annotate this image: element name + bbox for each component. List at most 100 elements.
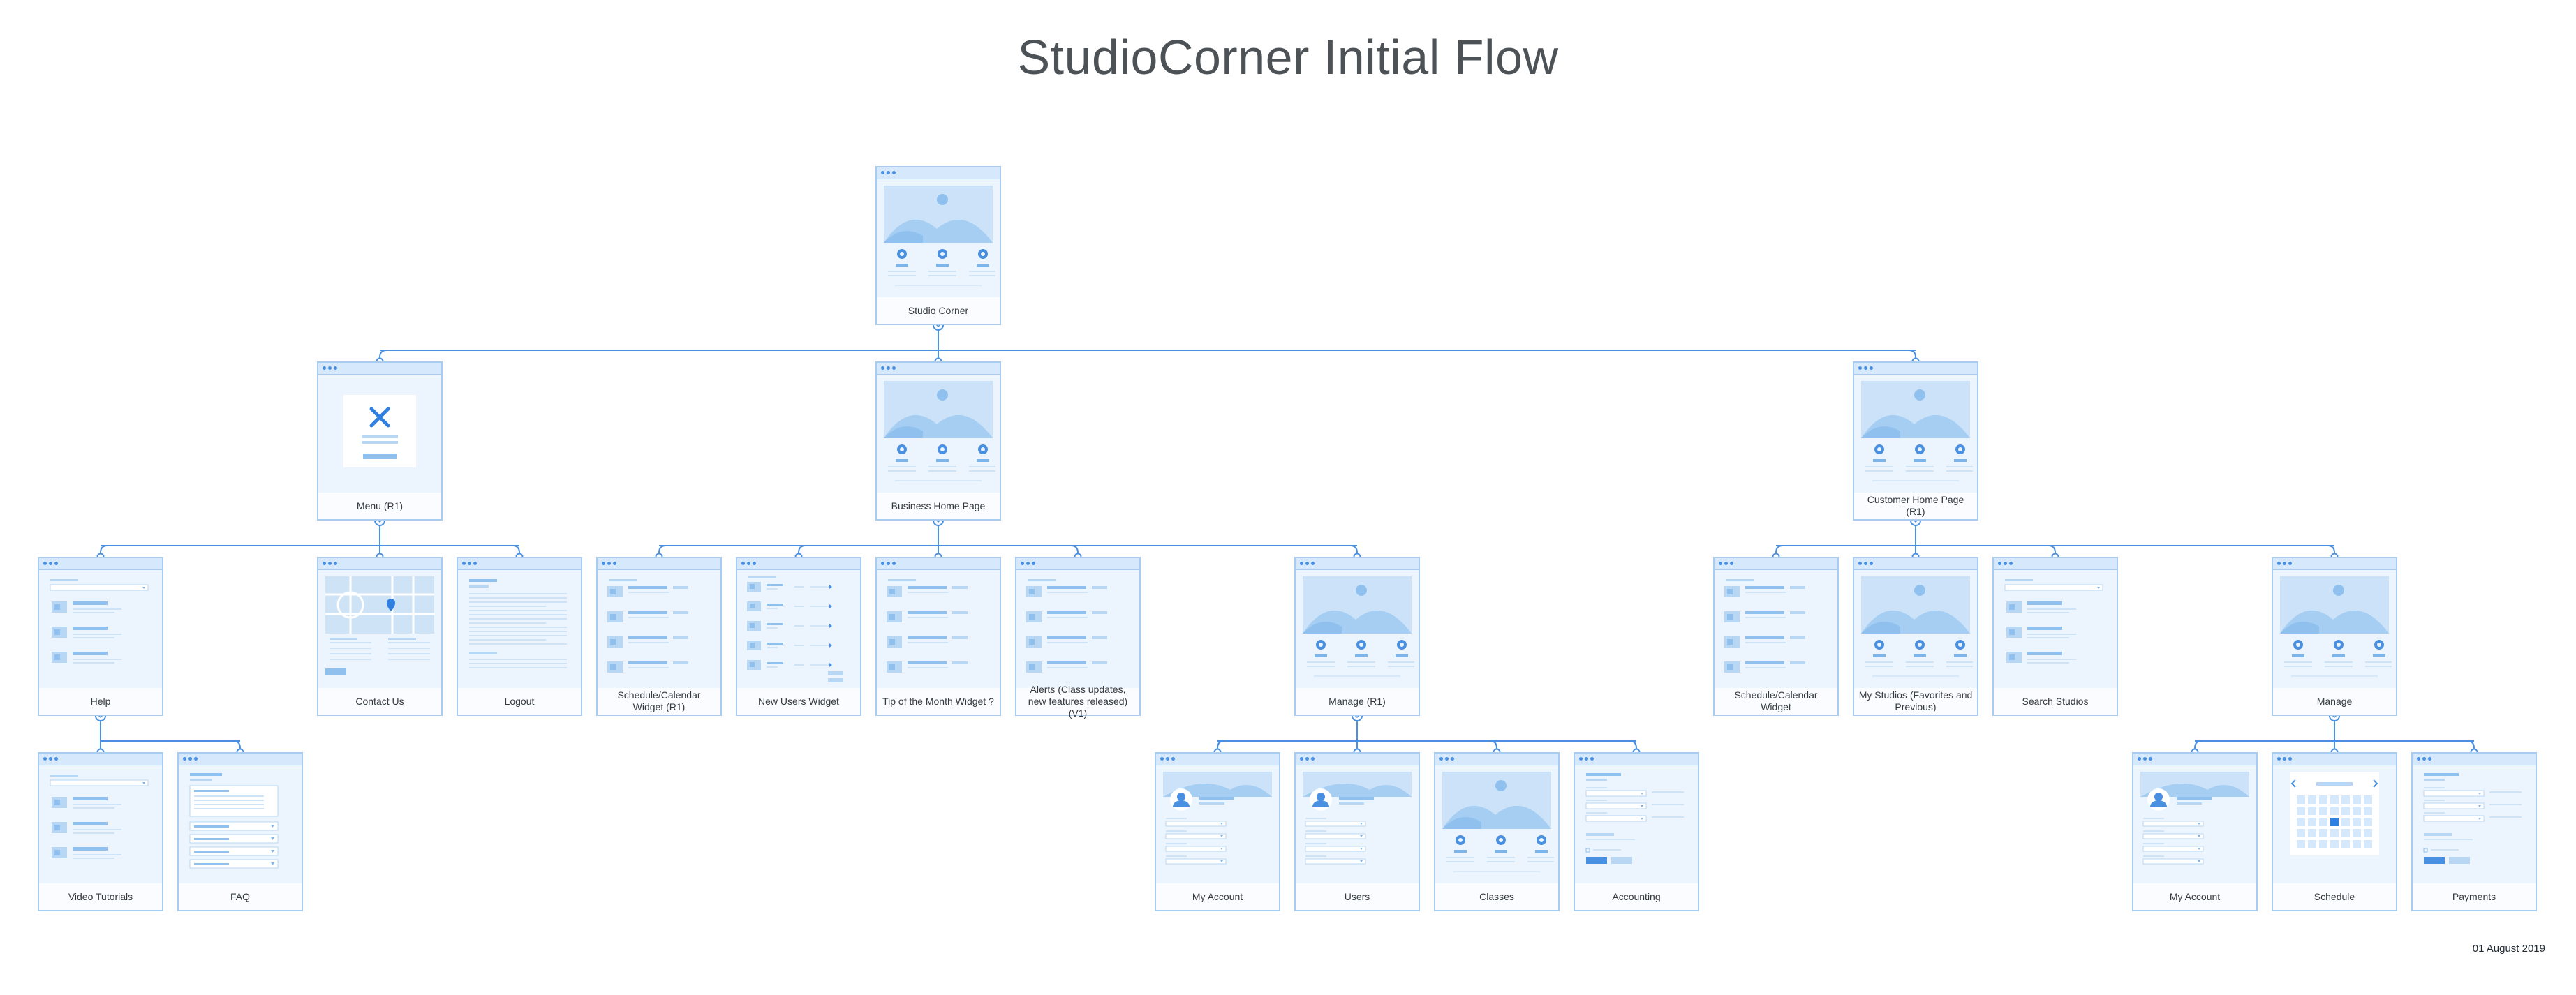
window-dot-icon [1311, 757, 1315, 761]
screen-thumbnail-help [2004, 579, 2103, 664]
diagram-date: 01 August 2019 [2472, 943, 2545, 955]
window-dot-icon [1724, 562, 1728, 565]
window-dot-icon [1026, 562, 1030, 565]
screen-label-area: Schedule [2273, 883, 2396, 910]
window-dot-icon [1864, 562, 1867, 565]
connector-group-business-home [655, 515, 1361, 561]
screen-label-area: New Users Widget [737, 688, 860, 715]
screen-thumbnail-list [1724, 579, 1805, 673]
screen-card-faq[interactable]: FAQ [177, 752, 303, 911]
connector-line [379, 350, 387, 361]
screen-card-schedule[interactable]: Schedule [2272, 752, 2397, 911]
screen-card-users[interactable]: Users [1294, 752, 1420, 911]
window-dot-icon [2417, 757, 2420, 761]
screen-label-area: My Studios (Favorites and Previous) [1854, 688, 1977, 715]
window-dot-icon [881, 171, 884, 174]
screen-card-menu[interactable]: Menu (R1) [317, 361, 443, 521]
screen-thumbnail-list [607, 579, 688, 673]
screen-card-alerts[interactable]: Alerts (Class updates, new features rele… [1015, 557, 1141, 719]
window-dot-icon [1719, 562, 1722, 565]
connector-line [100, 545, 108, 557]
screen-card-video-tutorials[interactable]: Video Tutorials [38, 752, 163, 911]
window-dot-icon [1300, 562, 1303, 565]
connector-line [1070, 545, 1079, 557]
screen-card-logout[interactable]: Logout [457, 557, 582, 716]
connector-line [232, 740, 241, 752]
screen-card-studio-corner[interactable]: Studio Corner [875, 166, 1001, 325]
window-dot-icon [1858, 562, 1862, 565]
screen-label-area: Search Studios [1994, 688, 2117, 715]
window-chrome [318, 558, 441, 570]
screen-card-new-users-widget[interactable]: New Users Widget [736, 557, 861, 716]
screen-label-area: Schedule/Calendar Widget [1715, 688, 1837, 715]
screen-thumbnail-list [1026, 579, 1107, 673]
window-dot-icon [2009, 562, 2013, 565]
window-dot-icon [43, 757, 47, 761]
window-dot-icon [741, 562, 745, 565]
window-dot-icon [1585, 757, 1588, 761]
screen-thumbnail-map [325, 576, 434, 675]
connector-line [2327, 545, 2335, 557]
window-dot-icon [323, 366, 326, 370]
screen-label: FAQ [230, 890, 250, 902]
window-dot-icon [887, 171, 890, 174]
connector-line [1775, 545, 1784, 557]
screen-card-contact-us[interactable]: Contact Us [317, 557, 443, 716]
screen-label: Customer Home Page (R1) [1867, 494, 1964, 517]
screen-card-schedule-widget-r1[interactable]: Schedule/Calendar Widget (R1) [596, 557, 722, 716]
window-dot-icon [892, 366, 896, 370]
screen-label-area: Customer Home Page (R1) [1854, 493, 1977, 519]
screen-label: Menu (R1) [356, 500, 404, 511]
window-chrome [598, 558, 720, 570]
screen-label-area: My Account [1156, 883, 1279, 910]
screen-label: Schedule/Calendar Widget (R1) [617, 689, 701, 712]
screen-card-customer-home[interactable]: Customer Home Page (R1) [1853, 361, 1978, 521]
screen-card-business-home[interactable]: Business Home Page [875, 361, 1001, 521]
screen-card-tip-widget[interactable]: Tip of the Month Widget ? [875, 557, 1001, 716]
window-chrome [1296, 558, 1419, 570]
screen-card-accounting[interactable]: Accounting [1574, 752, 1699, 911]
window-dot-icon [2283, 757, 2286, 761]
window-chrome [877, 558, 1000, 570]
chevron-down-icon [2332, 715, 2337, 719]
screen-card-manage[interactable]: Manage [2272, 557, 2397, 716]
screen-thumbnail-home [2280, 576, 2392, 677]
window-dot-icon [1166, 757, 1169, 761]
window-chrome [2273, 754, 2396, 765]
connector-line [512, 545, 520, 557]
connector-group-manage [2191, 710, 2478, 756]
screen-card-schedule-widget[interactable]: Schedule/Calendar Widget [1713, 557, 1839, 716]
window-dot-icon [188, 757, 192, 761]
window-dot-icon [1305, 757, 1309, 761]
window-dot-icon [2277, 562, 2281, 565]
screen-card-manage-r1[interactable]: Manage (R1) [1294, 557, 1420, 716]
screen-thumbnail-home [1861, 576, 1973, 677]
screen-card-my-studios[interactable]: My Studios (Favorites and Previous) [1853, 557, 1978, 716]
connector-line [1629, 740, 1637, 752]
page-title: StudioCorner Initial Flow [1017, 30, 1559, 84]
screen-label-area: Manage (R1) [1296, 688, 1419, 715]
screen-label-area: Alerts (Class updates, new features rele… [1016, 684, 1139, 719]
window-dot-icon [753, 562, 756, 565]
screen-label-area: Schedule/Calendar Widget (R1) [598, 688, 720, 715]
window-dot-icon [881, 366, 884, 370]
connector-group-customer-home [1772, 515, 2339, 561]
connector-line [1217, 740, 1225, 752]
screen-card-search-studios[interactable]: Search Studios [1992, 557, 2118, 716]
screen-card-classes[interactable]: Classes [1434, 752, 1560, 911]
screen-thumbnail-list [887, 579, 968, 673]
screen-label: My Account [1192, 890, 1243, 902]
screen-label: Contact Us [355, 695, 404, 707]
window-chrome [877, 167, 1000, 179]
screen-thumbnail-modal [343, 395, 416, 467]
window-chrome [2413, 754, 2536, 765]
screen-label-area: Classes [1435, 883, 1558, 910]
screen-card-my-account-business[interactable]: My Account [1155, 752, 1280, 911]
screen-card-my-account-customer[interactable]: My Account [2132, 752, 2258, 911]
screen-card-payments[interactable]: Payments [2411, 752, 2537, 911]
window-dot-icon [1032, 562, 1035, 565]
screen-label-area: Video Tutorials [39, 883, 162, 910]
screen-card-help[interactable]: Help [38, 557, 163, 716]
screen-thumbnail-profile [2140, 772, 2249, 865]
window-dot-icon [1439, 757, 1443, 761]
